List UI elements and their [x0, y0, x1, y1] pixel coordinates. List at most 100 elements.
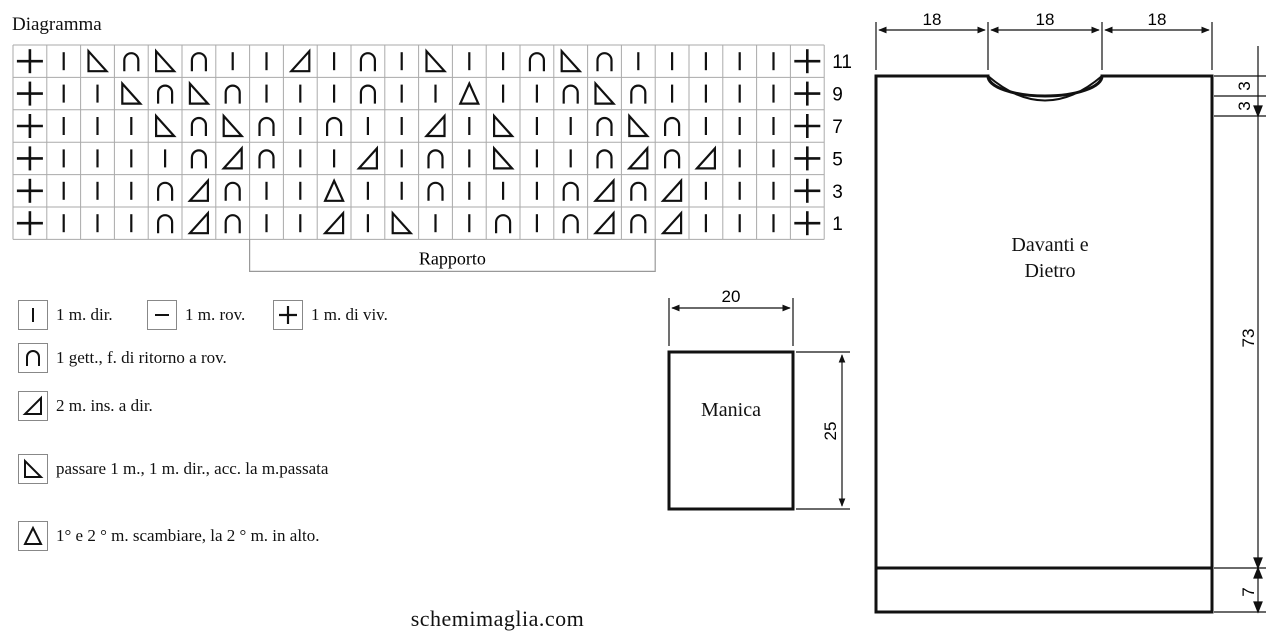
- stitch-cell: [258, 149, 275, 169]
- legend-knit-text: 1 m. dir.: [56, 305, 113, 324]
- stitch-cell: [188, 80, 211, 105]
- chart-title: Diagramma: [12, 14, 102, 35]
- stitch-cell: [222, 113, 245, 138]
- stitch-cell: [660, 210, 683, 235]
- stitch-cell: [224, 84, 241, 104]
- stitch-cell: [562, 84, 579, 104]
- body-label-line1: Davanti e: [1011, 234, 1089, 256]
- stitch-cell: [258, 116, 275, 136]
- stitch-cell: [121, 80, 143, 105]
- stitch-cell: [794, 49, 821, 74]
- legend-ssk-text: passare 1 m., 1 m. dir., acc. la m.passa…: [56, 459, 329, 478]
- stitch-cell: [562, 214, 579, 234]
- stitch-cell: [187, 210, 209, 235]
- repeat-bracket: [249, 239, 656, 272]
- yarnover-symbol-icon: [18, 343, 48, 373]
- stitch-cell: [562, 181, 579, 201]
- right-dimension-lines: [1214, 46, 1266, 614]
- rib-height: 7: [1239, 587, 1258, 596]
- stitch-cell: [427, 149, 444, 169]
- stitch-cell: [190, 149, 207, 169]
- stitch-cell: [626, 145, 649, 170]
- stitch-cell: [427, 181, 444, 201]
- legend-selvage-text: 1 m. di viv.: [311, 305, 388, 324]
- stitch-cell: [424, 113, 446, 138]
- stitch-cell: [221, 145, 243, 170]
- stitch-cell: [190, 52, 207, 72]
- stitch-cell: [630, 84, 647, 104]
- stitch-cell: [16, 178, 43, 203]
- body-piece: [874, 74, 1214, 614]
- stitch-cell: [323, 178, 345, 202]
- legend-yarnover: 1 gett., f. di ritorno a rov.: [18, 343, 227, 373]
- body-label-line2: Dietro: [1024, 260, 1076, 282]
- chart-gridlines: [12, 44, 825, 240]
- stitch-cell: [16, 114, 43, 138]
- stitch-cell: [794, 146, 821, 171]
- stitch-cell: [322, 210, 345, 235]
- repeat-label: Rapporto: [419, 248, 486, 268]
- stitch-cell: [593, 177, 615, 202]
- legend-purl: 1 m. rov.: [147, 300, 245, 330]
- cross-symbol-icon: [18, 521, 48, 551]
- legend-ssk: passare 1 m., 1 m. dir., acc. la m.passa…: [18, 454, 328, 484]
- legend-yarnover-text: 1 gett., f. di ritorno a rov.: [56, 348, 227, 367]
- stitch-cell: [359, 52, 376, 72]
- row-number: 1: [832, 214, 843, 235]
- sleeve-width: 20: [722, 287, 741, 306]
- stitch-cell: [493, 145, 515, 170]
- k2tog-symbol-icon: [18, 391, 48, 421]
- stitch-cell: [794, 114, 821, 138]
- stitch-cell: [596, 149, 613, 169]
- legend-cross-text: 1° e 2 ° m. scambiare, la 2 ° m. in alto…: [56, 526, 320, 545]
- stitch-cell: [493, 113, 515, 138]
- body-top-left-width: 18: [923, 10, 942, 29]
- website-watermark: schemimaglia.com: [410, 606, 585, 631]
- stitch-cell: [794, 81, 821, 106]
- knit-symbol-icon: [18, 300, 48, 330]
- body-top-right-width: 18: [1148, 10, 1167, 29]
- stitch-cell: [391, 210, 414, 235]
- neck-depth-1: 3: [1235, 81, 1254, 90]
- stitch-cell: [224, 181, 241, 201]
- stitch-cell: [16, 146, 43, 171]
- stitch-cell: [359, 84, 376, 104]
- stitch-cell: [123, 52, 140, 72]
- row-number: 11: [832, 52, 852, 73]
- stitch-cell: [157, 181, 174, 201]
- row-number: 5: [832, 149, 843, 170]
- stitch-cell: [593, 210, 615, 235]
- row-number: 9: [832, 85, 843, 106]
- stitch-cell: [155, 113, 177, 138]
- stitch-cell: [495, 214, 512, 234]
- stitch-cell: [596, 116, 613, 136]
- selvage-symbol-icon: [273, 300, 303, 330]
- stitch-cell: [560, 48, 583, 73]
- stitch-cell: [187, 177, 209, 202]
- legend-k2tog-text: 2 m. ins. a dir.: [56, 396, 153, 415]
- sleeve-piece: [667, 298, 850, 511]
- stitch-cell: [794, 211, 821, 236]
- row-number: 3: [832, 182, 843, 203]
- body-neck-width: 18: [1036, 10, 1055, 29]
- body-length: 73: [1239, 329, 1258, 348]
- stitch-cell: [157, 84, 174, 104]
- stitch-cell: [630, 214, 647, 234]
- legend-cross: 1° e 2 ° m. scambiare, la 2 ° m. in alto…: [18, 521, 320, 551]
- stitch-cell: [594, 80, 616, 105]
- stitch-cell: [458, 80, 481, 105]
- legend-purl-text: 1 m. rov.: [185, 305, 246, 324]
- stitch-cell: [288, 48, 311, 73]
- stitch-cell: [628, 113, 650, 138]
- stitch-cell: [694, 145, 717, 170]
- legend-knit: 1 m. dir.: [18, 300, 113, 330]
- stitch-cell: [664, 149, 681, 169]
- stitch-cell: [425, 48, 447, 73]
- row-number: 7: [832, 117, 843, 138]
- stitch-cell: [16, 49, 43, 74]
- stitch-cell: [356, 145, 378, 170]
- stitch-cell: [664, 116, 681, 136]
- stitch-cell: [16, 81, 43, 106]
